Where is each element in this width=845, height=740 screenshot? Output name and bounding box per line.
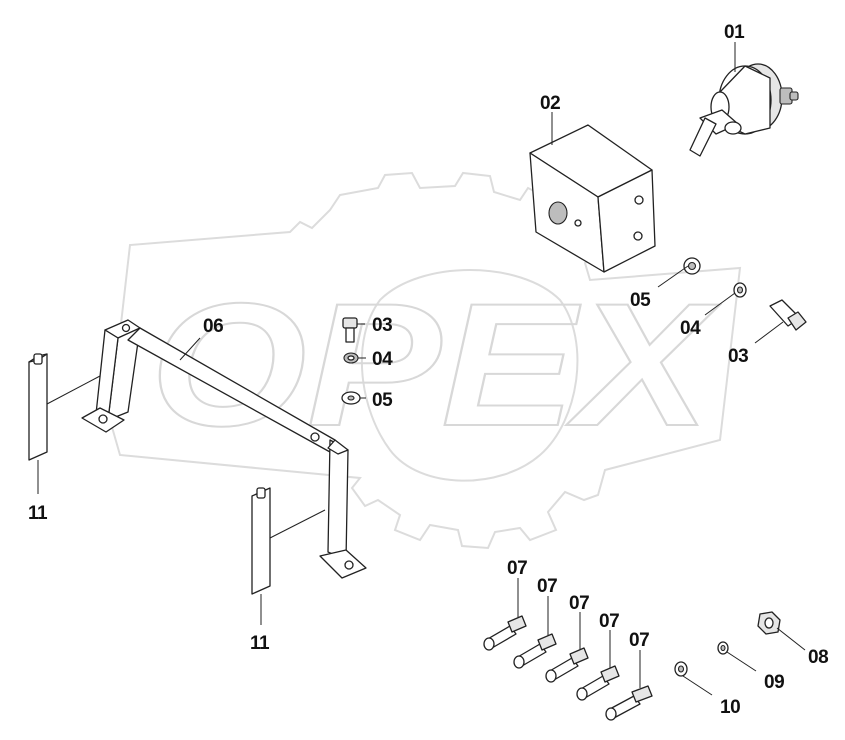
terminal-lock-washer (717, 641, 729, 655)
callout-07-a: 07 (507, 558, 527, 579)
terminal-nut (757, 611, 781, 635)
callout-09: 09 (764, 672, 784, 693)
callout-05-housing: 05 (630, 290, 651, 311)
fitting-5 (605, 685, 653, 721)
switch-housing (529, 124, 656, 273)
watermark-text: OPEX (150, 268, 721, 463)
rotary-switch (689, 63, 799, 157)
callout-08: 08 (808, 647, 828, 668)
watermark-gear (108, 171, 742, 550)
callout-02: 02 (540, 93, 560, 114)
bracket-bolt (342, 317, 358, 343)
callout-07-c: 07 (569, 593, 589, 614)
bracket-lock-washer (343, 352, 359, 364)
callout-11-left: 11 (28, 503, 48, 524)
sleeve-left (28, 353, 48, 461)
callout-07-b: 07 (537, 576, 557, 597)
bracket-washer (341, 391, 361, 405)
sleeve-right (251, 487, 271, 595)
terminal-washer (674, 661, 688, 677)
callout-07-e: 07 (629, 630, 649, 651)
housing-bolt (769, 299, 807, 331)
bracket (81, 319, 367, 579)
callout-03-housing: 03 (728, 346, 748, 367)
callout-01: 01 (724, 22, 745, 43)
callout-10: 10 (720, 697, 740, 718)
leader-lines (37, 42, 806, 696)
callout-03-bracket: 03 (372, 315, 392, 336)
callout-05-bracket: 05 (372, 390, 393, 411)
housing-washer (683, 257, 701, 275)
fitting-1 (483, 615, 527, 651)
fitting-4 (576, 665, 620, 701)
callout-11-right: 11 (250, 633, 270, 654)
callout-04-bracket: 04 (372, 349, 393, 370)
housing-lock-washer (733, 282, 747, 298)
callout-04-housing: 04 (680, 318, 701, 339)
fitting-2 (513, 633, 557, 669)
fitting-3 (545, 647, 589, 683)
callout-07-d: 07 (599, 611, 619, 632)
callout-06: 06 (203, 316, 223, 337)
